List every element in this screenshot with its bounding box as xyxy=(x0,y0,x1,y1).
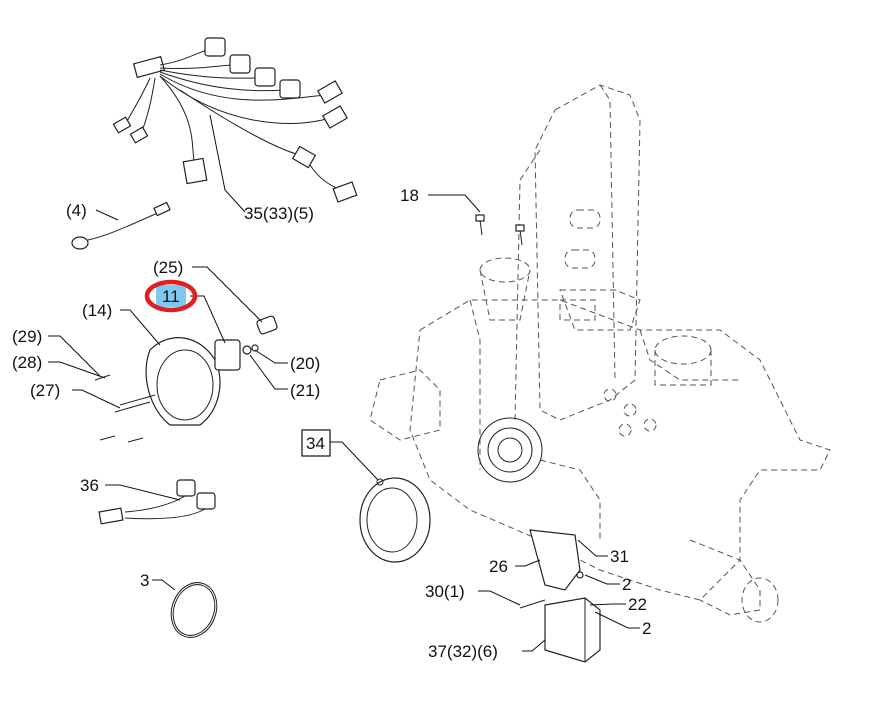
label-3[interactable]: 3 xyxy=(140,571,149,590)
label-26[interactable]: 26 xyxy=(489,557,508,576)
label-14[interactable]: (14) xyxy=(82,301,112,320)
label-37[interactable]: 37(32)(6) xyxy=(428,642,498,661)
label-34[interactable]: 34 xyxy=(306,434,325,453)
wiring-harness-35 xyxy=(112,37,358,203)
label-31[interactable]: 31 xyxy=(610,547,629,566)
label-27[interactable]: (27) xyxy=(30,381,60,400)
label-box-34 xyxy=(301,429,331,457)
cover-34 xyxy=(359,477,431,563)
label-2-lower[interactable]: 2 xyxy=(642,619,651,638)
o-ring-3 xyxy=(170,582,218,638)
sensor-cable-4 xyxy=(71,201,171,250)
label-11[interactable]: 11 xyxy=(162,287,180,306)
sensor-cover-assembly xyxy=(94,315,278,443)
label-18[interactable]: 18 xyxy=(400,186,419,205)
label-4[interactable]: (4) xyxy=(66,201,87,220)
control-module-37 xyxy=(544,597,601,663)
label-2-upper[interactable]: 2 xyxy=(622,575,631,594)
label-35[interactable]: 35(33)(5) xyxy=(244,204,314,223)
bolts-18 xyxy=(475,214,525,246)
leader-lines xyxy=(48,114,640,652)
label-28[interactable]: (28) xyxy=(12,353,42,372)
highlight-11 xyxy=(144,279,198,313)
wiring-harness-36 xyxy=(98,479,216,525)
label-22[interactable]: 22 xyxy=(628,595,647,614)
axle-housing xyxy=(369,84,831,623)
label-25[interactable]: (25) xyxy=(153,258,183,277)
label-21[interactable]: (21) xyxy=(290,381,320,400)
label-30[interactable]: 30(1) xyxy=(425,582,465,601)
label-36[interactable]: 36 xyxy=(80,476,99,495)
label-29[interactable]: (29) xyxy=(12,327,42,346)
bracket-26 xyxy=(519,529,586,609)
label-20[interactable]: (20) xyxy=(290,354,320,373)
